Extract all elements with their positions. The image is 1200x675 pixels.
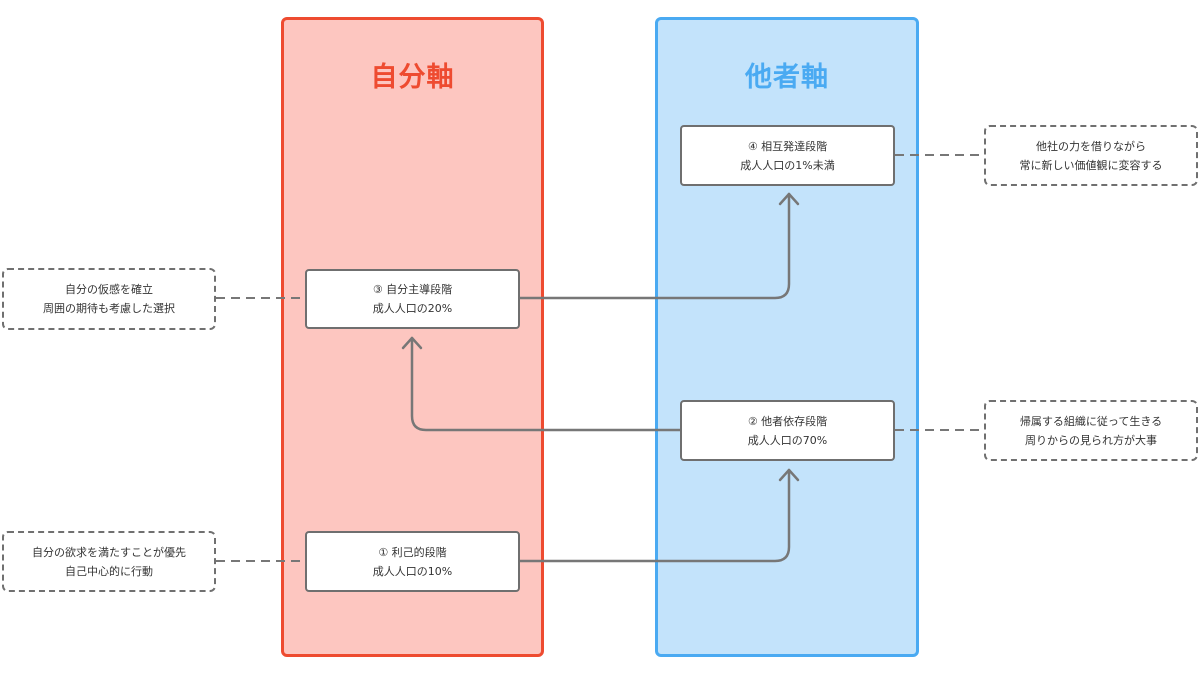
arrowhead-stage4	[778, 192, 800, 206]
stage1-title: ① 利己的段階	[378, 545, 447, 559]
arrow-stage1-to-stage2	[518, 468, 791, 563]
stage2-note: 帰属する組織に従って生きる 周りからの見られ方が大事	[984, 400, 1198, 461]
arrow-stage3-to-stage4	[518, 192, 791, 300]
stage1-node: ① 利己的段階 成人人口の10%	[305, 531, 520, 592]
stage3-subtitle: 成人人口の20%	[372, 302, 453, 315]
stage4-node: ④ 相互発達段階 成人人口の1%未満	[680, 125, 895, 186]
stage4-title: ④ 相互発達段階	[747, 139, 828, 153]
stage3-note-line1: 自分の仮感を確立	[65, 283, 153, 296]
arrow-stage2-to-stage3	[410, 336, 682, 432]
arrowhead-stage2	[778, 468, 800, 482]
stage4-note: 他社の力を借りながら 常に新しい価値観に変容する	[984, 125, 1198, 186]
stage2-title: ② 他者依存段階	[747, 414, 828, 428]
stage3-title: ③ 自分主導段階	[372, 283, 453, 296]
stage3-node: ③ 自分主導段階 成人人口の20%	[305, 269, 520, 329]
stage2-note-line1: 帰属する組織に従って生きる	[1019, 414, 1163, 428]
stage3-note-line2: 周囲の期待も考慮した選択	[43, 302, 175, 315]
stage4-subtitle: 成人人口の1%未満	[740, 158, 835, 172]
stage4-note-line2: 常に新しい価値観に変容する	[1019, 158, 1163, 172]
stage2-node: ② 他者依存段階 成人人口の70%	[680, 400, 895, 461]
other-axis-title: 他者軸	[745, 62, 829, 93]
stage1-note-line2: 自己中心的に行動	[65, 564, 153, 578]
stage1-note: 自分の欲求を満たすことが優先 自己中心的に行動	[2, 531, 216, 592]
stage2-note-line2: 周りからの見られ方が大事	[1025, 433, 1157, 447]
stage2-subtitle: 成人人口の70%	[747, 433, 828, 447]
arrowhead-stage3	[401, 336, 423, 350]
stage4-note-line1: 他社の力を借りながら	[1036, 139, 1146, 153]
stage1-subtitle: 成人人口の10%	[372, 564, 453, 578]
stage1-note-line1: 自分の欲求を満たすことが優先	[32, 545, 186, 559]
self-axis-title: 自分軸	[370, 62, 455, 93]
stage3-note: 自分の仮感を確立 周囲の期待も考慮した選択	[2, 268, 216, 330]
other-axis-column: 他者軸	[655, 17, 919, 657]
